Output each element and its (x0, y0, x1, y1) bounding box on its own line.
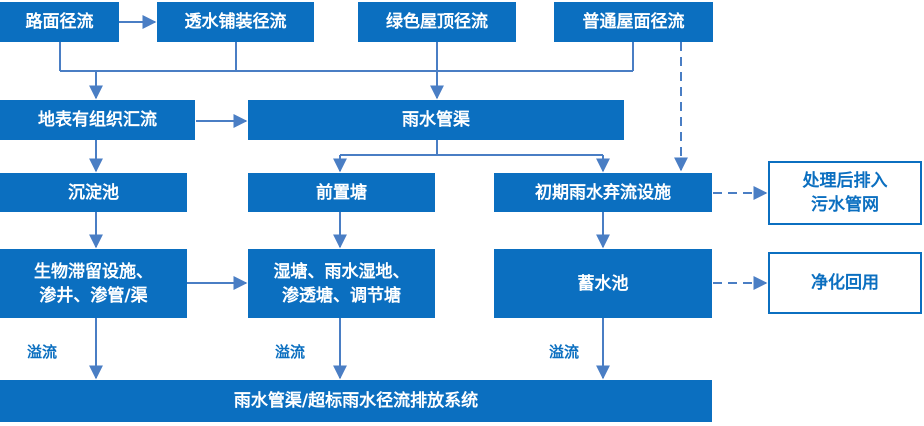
node-ordinary-roof-runoff: 普通屋面径流 (554, 2, 713, 42)
node-ordinary-roof-runoff-label: 普通屋面径流 (582, 12, 685, 32)
overflow-label-2: 溢流 (274, 343, 305, 361)
node-to-sewer: 处理后排入 污水管网 (768, 161, 922, 225)
node-wetlands-line2: 渗透塘、调节塘 (282, 285, 401, 306)
node-sedimentation-tank-label: 沉淀池 (68, 182, 119, 203)
node-first-flush-label: 初期雨水弃流设施 (535, 182, 671, 203)
node-bioretention-line2: 渗井、渗管/渠 (39, 285, 148, 306)
overflow-label-1: 溢流 (26, 343, 57, 361)
node-forebay: 前置塘 (248, 173, 435, 212)
node-rain-channel: 雨水管渠 (248, 100, 624, 140)
node-discharge-system-label: 雨水管渠/超标雨水径流排放系统 (233, 391, 479, 411)
node-surface-collection: 地表有组织汇流 (0, 100, 195, 140)
node-bioretention-line1: 生物滞留设施、 (34, 261, 153, 282)
node-permeable-runoff: 透水铺装径流 (157, 2, 314, 42)
node-green-roof-runoff-label: 绿色屋顶径流 (386, 12, 488, 32)
node-green-roof-runoff: 绿色屋顶径流 (358, 2, 516, 42)
node-first-flush: 初期雨水弃流设施 (494, 173, 712, 212)
overflow-label-3: 溢流 (548, 343, 579, 361)
node-discharge-system: 雨水管渠/超标雨水径流排放系统 (0, 380, 712, 422)
node-sedimentation-tank: 沉淀池 (0, 173, 187, 212)
node-storage-tank: 蓄水池 (494, 249, 712, 318)
node-surface-collection-label: 地表有组织汇流 (38, 110, 157, 130)
node-rain-channel-label: 雨水管渠 (402, 110, 470, 130)
node-permeable-runoff-label: 透水铺装径流 (184, 12, 287, 32)
node-storage-tank-label: 蓄水池 (577, 273, 629, 294)
node-reuse-label: 净化回用 (811, 273, 879, 293)
node-forebay-label: 前置塘 (316, 182, 367, 203)
node-to-sewer-line1: 处理后排入 (802, 171, 888, 191)
node-wetlands: 湿塘、雨水湿地、 渗透塘、调节塘 (248, 249, 435, 318)
node-road-runoff-label: 路面径流 (25, 12, 94, 32)
node-reuse: 净化回用 (768, 252, 922, 314)
node-bioretention: 生物滞留设施、 渗井、渗管/渠 (0, 249, 187, 318)
node-wetlands-line1: 湿塘、雨水湿地、 (273, 261, 410, 282)
node-to-sewer-line2: 污水管网 (811, 195, 879, 215)
node-road-runoff: 路面径流 (0, 2, 119, 42)
